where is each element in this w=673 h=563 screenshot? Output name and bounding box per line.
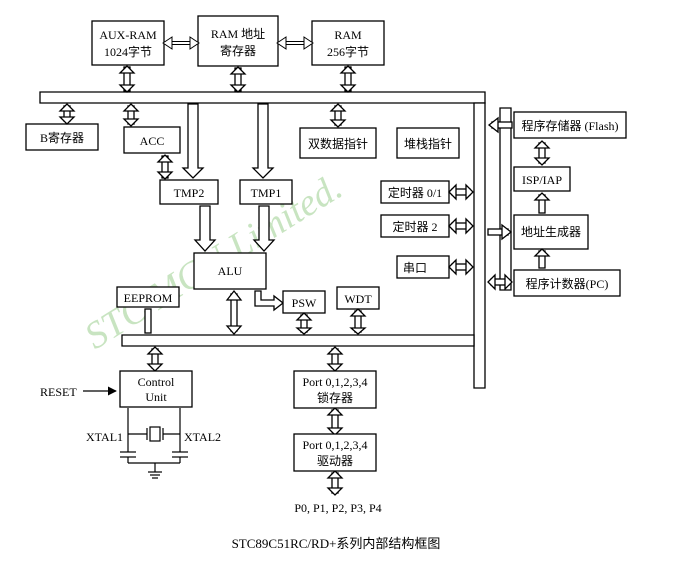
port-pins-label: P0, P1, P2, P3, P4 <box>294 501 381 515</box>
program-memory-links <box>487 116 551 291</box>
address-generator-block: 地址生成器 <box>513 214 589 250</box>
ram-addr-label: RAM 地址 <box>211 27 265 41</box>
peripheral-bus <box>499 107 512 291</box>
lower-internal-bus <box>121 334 475 347</box>
dptr-block: 双数据指针 <box>299 127 377 159</box>
port-latch-block: Port 0,1,2,3,4 锁存器 <box>293 370 377 409</box>
b-register-block: B寄存器 <box>25 123 99 151</box>
tmp1-block: TMP1 <box>239 179 293 205</box>
flash-block: 程序存储器 (Flash) <box>513 111 627 139</box>
xtal2-label: XTAL2 <box>184 430 221 444</box>
port-latch-label-2: 锁存器 <box>317 390 353 405</box>
flash-label: 程序存储器 (Flash) <box>522 118 619 133</box>
b-register-label: B寄存器 <box>40 130 84 145</box>
address-generator-label: 地址生成器 <box>521 225 581 239</box>
control-unit-label-2: Unit <box>145 390 167 404</box>
alu-datapath <box>156 103 285 335</box>
figure-caption: STC89C51RC/RD+系列内部结构框图 <box>232 536 441 551</box>
tmp2-label: TMP2 <box>174 186 205 200</box>
isp-iap-label: ISP/IAP <box>522 173 562 187</box>
wdt-block: WDT <box>336 286 380 310</box>
eeprom-label: EEPROM <box>124 291 173 305</box>
reset-label: RESET <box>40 385 77 399</box>
isp-iap-block: ISP/IAP <box>513 166 571 192</box>
lower-bus-links <box>144 308 367 496</box>
ram-256-block: RAM 256字节 <box>311 20 385 66</box>
timer2-block: 定时器 2 <box>380 214 450 238</box>
stack-pointer-label: 堆栈指针 <box>404 136 452 151</box>
program-counter-block: 程序计数器(PC) <box>513 269 621 297</box>
port-driver-label: Port 0,1,2,3,4 <box>302 438 367 452</box>
timer2-label: 定时器 2 <box>392 219 437 234</box>
uart-label: 串口 <box>403 261 427 275</box>
tmp1-label: TMP1 <box>251 186 282 200</box>
internal-data-bus <box>39 91 486 104</box>
ram-addr-label-2: 寄存器 <box>220 43 256 58</box>
wdt-label: WDT <box>344 292 372 306</box>
uart-block: 串口 <box>396 255 450 279</box>
program-counter-label: 程序计数器(PC) <box>526 276 609 291</box>
ram-address-register-block: RAM 地址 寄存器 <box>197 15 279 67</box>
alu-label: ALU <box>218 264 243 278</box>
port-driver-block: Port 0,1,2,3,4 驱动器 <box>293 433 377 472</box>
right-vertical-bus <box>473 102 486 389</box>
peripheral-links <box>448 183 474 276</box>
port-driver-label-2: 驱动器 <box>317 454 353 468</box>
tmp2-block: TMP2 <box>159 179 219 205</box>
ram256-size: 256字节 <box>327 44 369 59</box>
alu-block: ALU <box>193 252 267 290</box>
dptr-label: 双数据指针 <box>308 136 368 151</box>
top-bus-links <box>118 65 357 93</box>
aux-ram-size: 1024字节 <box>104 44 152 59</box>
ram256-label: RAM <box>334 28 362 42</box>
acc-label: ACC <box>140 134 165 148</box>
psw-label: PSW <box>292 296 317 310</box>
aux-ram-block: AUX-RAM 1024字节 <box>91 20 165 66</box>
control-unit-label: Control <box>138 375 175 389</box>
control-unit-block: Control Unit <box>119 370 193 408</box>
aux-ram-label: AUX-RAM <box>99 28 157 42</box>
psw-block: PSW <box>282 290 326 314</box>
timer01-label: 定时器 0/1 <box>388 185 442 200</box>
acc-block: ACC <box>123 126 181 154</box>
timer01-block: 定时器 0/1 <box>380 180 450 204</box>
crystal-oscillator <box>120 408 188 479</box>
register-bus-links <box>58 103 347 128</box>
port-latch-label: Port 0,1,2,3,4 <box>302 375 367 389</box>
xtal1-label: XTAL1 <box>86 430 123 444</box>
stack-pointer-block: 堆栈指针 <box>396 127 460 159</box>
eeprom-block: EEPROM <box>116 286 180 308</box>
